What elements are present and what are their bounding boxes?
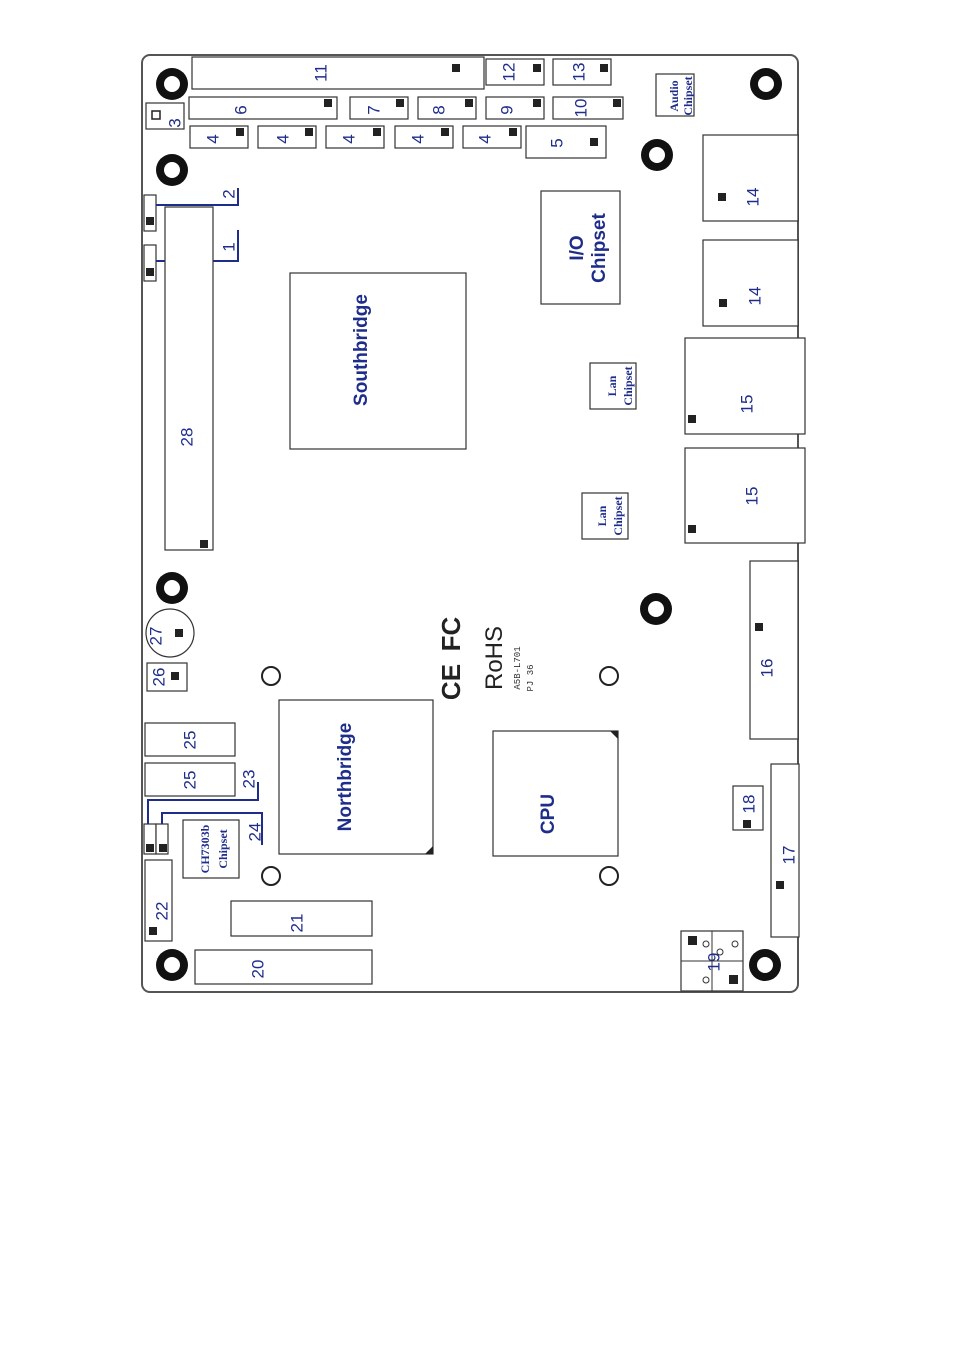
label-13: 13 — [569, 63, 588, 82]
connector-13: 13 — [552, 58, 612, 86]
audio-chipset-line1: Audio — [667, 80, 681, 111]
label-14a: 14 — [743, 188, 762, 207]
label-3: 3 — [165, 118, 184, 127]
connector-26: 26 — [146, 662, 188, 692]
lan-chipset-2: Lan Chipset — [581, 492, 629, 540]
io-chipset-line2: Chipset — [589, 212, 610, 282]
ch7303b-line2: Chipset — [216, 829, 230, 868]
label-23: 23 — [239, 770, 258, 789]
label-2: 2 — [219, 189, 238, 198]
connector-16: 16 — [749, 560, 799, 740]
certification-marks: CE FC RoHS A5B-L701 PJ 36 — [436, 616, 536, 700]
mounting-holes — [156, 68, 782, 981]
northbridge-label: Northbridge — [335, 723, 356, 832]
ce-mark: CE — [436, 664, 466, 700]
connector-14a: 14 — [702, 134, 799, 222]
cpu-label: CPU — [538, 794, 559, 834]
connector-7: 7 — [349, 96, 409, 120]
connector-25a: 25 — [144, 722, 236, 757]
label-15a: 15 — [737, 395, 756, 414]
power-connector-19: 19 — [680, 930, 744, 992]
label-26: 26 — [149, 668, 168, 687]
label-18: 18 — [739, 795, 758, 814]
connector-15b: 15 — [684, 447, 806, 544]
label-25b: 25 — [180, 771, 199, 790]
connector-12: 12 — [485, 58, 545, 86]
northbridge-chip: Northbridge — [278, 699, 434, 855]
jumper-24: 24 — [155, 812, 264, 855]
lan-chipset-1-line1: Lan — [605, 375, 619, 396]
label-28: 28 — [177, 428, 196, 447]
label-1: 1 — [219, 242, 238, 251]
rohs-mark: RoHS — [481, 626, 508, 690]
label-7: 7 — [364, 105, 383, 114]
label-4a: 4 — [203, 134, 222, 143]
connector-3: 3 — [145, 102, 185, 130]
label-27: 27 — [146, 627, 165, 646]
label-16: 16 — [757, 659, 776, 678]
model-marking: A5B-L701 — [513, 646, 523, 689]
label-4c: 4 — [339, 134, 358, 143]
lan-chipset-2-line2: Chipset — [611, 496, 625, 535]
label-21: 21 — [287, 914, 306, 933]
connector-5: 5 — [525, 125, 607, 159]
label-8: 8 — [429, 105, 448, 114]
label-4e: 4 — [475, 134, 494, 143]
connector-11: 11 — [191, 56, 485, 90]
fcc-mark: FC — [436, 616, 466, 651]
battery-27: 27 — [145, 608, 195, 658]
connector-18: 18 — [732, 785, 764, 831]
audio-chipset-line2: Chipset — [681, 76, 695, 115]
ch7303b-chipset: CH7303b Chipset — [182, 819, 240, 879]
label-24: 24 — [245, 823, 264, 842]
lan-chipset-1: Lan Chipset — [589, 362, 637, 410]
label-6: 6 — [231, 105, 250, 114]
ch7303b-line1: CH7303b — [198, 824, 212, 873]
connector-20: 20 — [194, 949, 373, 985]
southbridge-label: Southbridge — [351, 294, 372, 406]
connector-25b: 25 — [144, 762, 236, 797]
connector-8: 8 — [417, 96, 477, 120]
southbridge-chip: Southbridge — [289, 272, 467, 450]
label-12: 12 — [499, 63, 518, 82]
connector-4d: 4 — [394, 125, 454, 149]
connector-4e: 4 — [462, 125, 522, 149]
io-chipset: I/O Chipset — [540, 190, 621, 305]
connector-17: 17 — [770, 763, 800, 938]
audio-chipset: Audio Chipset — [655, 73, 695, 117]
connector-14b: 14 — [702, 239, 799, 327]
connector-22: 22 — [144, 859, 173, 942]
connector-4a: 4 — [189, 125, 249, 149]
connector-10: 10 — [552, 96, 624, 120]
label-11: 11 — [311, 64, 330, 82]
lan-chipset-1-line2: Chipset — [621, 366, 635, 405]
label-9: 9 — [497, 105, 516, 114]
label-15b: 15 — [742, 487, 761, 506]
connector-4c: 4 — [325, 125, 385, 149]
slot-28: 28 — [164, 206, 214, 551]
connector-21: 21 — [230, 900, 373, 937]
connector-6: 6 — [188, 96, 338, 120]
connector-15a: 15 — [684, 337, 806, 435]
label-5: 5 — [547, 138, 566, 147]
label-20: 20 — [248, 960, 267, 979]
label-10: 10 — [571, 99, 590, 118]
rev-marking: PJ 36 — [526, 664, 536, 691]
label-4d: 4 — [408, 134, 427, 143]
lan-chipset-2-line1: Lan — [595, 505, 609, 526]
io-chipset-line1: I/O — [567, 235, 588, 260]
label-22: 22 — [152, 902, 171, 921]
connector-4b: 4 — [257, 125, 317, 149]
label-25a: 25 — [180, 731, 199, 750]
connector-9: 9 — [485, 96, 545, 120]
jumper-2: 2 — [143, 188, 239, 232]
label-4b: 4 — [273, 134, 292, 143]
cpu-chip: CPU — [492, 730, 619, 857]
label-17: 17 — [779, 846, 798, 865]
label-19: 19 — [704, 953, 723, 972]
label-14b: 14 — [745, 287, 764, 306]
